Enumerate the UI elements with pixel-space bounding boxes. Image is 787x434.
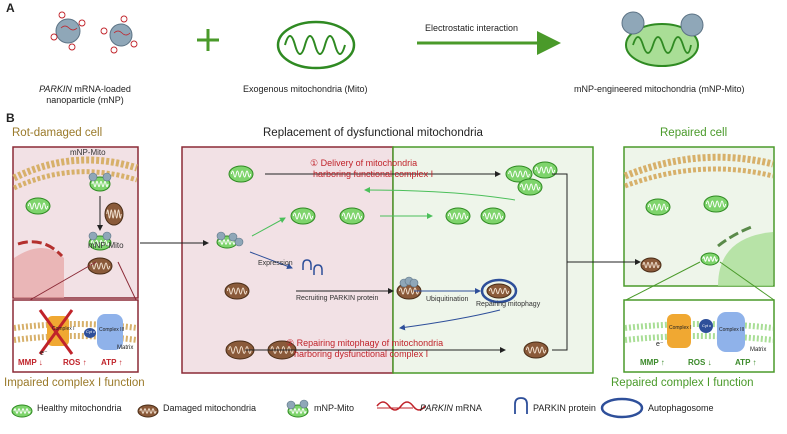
repaired-title: Repaired cell [660,127,728,139]
complex-iii-left [97,314,123,350]
repaired-mito-3 [700,252,720,266]
legend-healthy-icon [11,404,33,418]
delivered-mito-4 [517,178,543,196]
panel-letter-a: A [6,1,15,15]
repaired-damaged [640,257,662,273]
matrix-right: Matrix [750,347,767,353]
matrix-left: Matrix [117,345,134,351]
product-caption: mNP-engineered mitochondria (mNP-Mito) [574,84,745,94]
complex-iii-right-label: Complex III [719,327,745,333]
nucleus-left [14,248,64,298]
delivery-line1: ① Delivery of mitochondria [310,158,418,168]
repaired-mito-2 [703,195,729,213]
mnp-pair-icon [50,11,138,54]
complex-i-right [667,314,691,348]
complex-iii-left-label: Complex III [99,327,125,333]
damaged-right-1 [523,341,549,359]
atp-right: ATP ↑ [735,358,757,367]
legend-parkin-mrna: PARKIN mRNA [420,403,482,413]
ros-left: ROS ↑ [63,358,87,367]
legend-damaged-icon [137,404,159,418]
plus-icon [197,29,219,51]
mnp-mito-center [216,231,244,249]
autophagosome-icon [480,278,518,304]
electron-left: e⁻ [40,350,48,357]
legend-healthy: Healthy mitochondria [37,403,122,413]
replacement-title: Replacement of dysfunctional mitochondri… [263,127,483,139]
cell-membrane-left [12,156,139,182]
mnp-caption: PARKIN mRNA-loaded nanoparticle (mNP) [30,84,140,106]
mmp-right: MMP ↑ [640,358,665,367]
complex-i-left-label: Complex I [52,326,75,332]
mnp-mito-label-left: mNP-Mito [70,148,106,157]
complex-iii-right [717,312,745,352]
mnp-caption-italic: PARKIN [39,84,72,94]
delivered-mito-2 [505,165,533,183]
mmp-left: MMP ↓ [18,358,43,367]
cell-membrane-right [623,153,774,180]
mnp-mito-left-lower [88,231,112,251]
cytc-left: Cyt c [86,329,96,334]
delivered-mito-3 [532,161,558,179]
legend-damaged: Damaged mitochondria [163,403,257,413]
ros-right: ROS ↓ [688,358,712,367]
legend-icons [376,397,644,419]
replacement-left-bg [181,146,394,374]
mito-caption: Exogenous mitochondria (Mito) [243,84,368,94]
mito-center-3 [339,207,365,225]
legend-parkin-protein: PARKIN protein [533,403,596,413]
impaired-caption: Impaired complex I function [4,377,145,389]
mito-center-2 [290,207,316,225]
mnp-caption-line2: nanoparticle (mNP) [46,95,124,105]
expression-label: Expression [258,260,293,267]
damaged-center-1 [224,282,250,300]
electrostatic-caption: Electrostatic interaction [425,23,519,33]
flow-arrows [97,171,641,353]
panel-letter-b: B [6,111,15,125]
damaged-mito-left-1 [104,202,124,226]
recruiting-label: Recruiting PARKIN protein [296,295,379,302]
atp-left: ATP ↑ [101,358,123,367]
engulfed-damaged-mito [486,283,512,299]
repair-line2: harboring dysfunctional complex I [294,349,429,359]
repair-line1: ② Repairing mitophagy of mitochondria [286,338,444,348]
mnp-caption-rest: mRNA-loaded [71,84,131,94]
legend-mnp-mito-icon [286,399,309,418]
mnp-mito-label-lower: mNP-Mito [88,241,124,250]
mnp-mito-left [88,172,112,192]
parkin-protein-icon-1 [302,259,312,270]
repairing-mitophagy-label: Repairing mitophagy [476,301,541,308]
damaged-center-3 [225,340,255,360]
mnp-mito-product-icon [621,11,704,67]
parkin-protein-icon-2 [313,264,323,275]
delivery-line2: harboring functional complex I [313,169,434,179]
ubiquitination-label: Ubiquitination [426,296,469,303]
exogenous-mito-icon [276,20,356,70]
cytc-right: Cyt c [702,323,712,328]
damaged-mito-left-2 [87,257,113,275]
complex-i-right-label: Complex I [669,325,692,331]
nucleus-right [718,232,773,286]
repaired-caption: Repaired complex I function [611,377,754,389]
damaged-ubiquitinated [396,276,422,300]
legend-mnp-mito: mNP-Mito [314,403,354,413]
rot-damaged-title: Rot-damaged cell [12,127,103,139]
mito-right-2 [480,207,506,225]
legend-autophagosome: Autophagosome [648,403,714,413]
mito-right-1 [445,207,471,225]
repaired-mito-1 [645,198,671,216]
healthy-mito-left [25,197,51,215]
replacement-right-bg [392,146,594,374]
electron-right: e⁻ [656,341,664,348]
delivered-mito-1 [228,165,254,183]
